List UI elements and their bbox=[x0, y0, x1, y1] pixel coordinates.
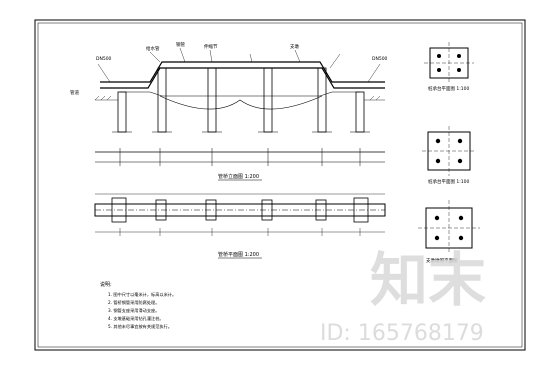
note-line-5: 5. 其他未尽事宜按有关规范执行。 bbox=[108, 323, 172, 330]
note-line-4: 4. 支墩基础采用钻孔灌注桩。 bbox=[108, 315, 164, 322]
sheet-frame-outer bbox=[34, 19, 526, 351]
elevation-label-2: 钢管 bbox=[176, 41, 185, 48]
detail-b-title: 桩承台平面图 1:100 bbox=[428, 178, 470, 185]
elevation-label-3: 伸缩节 bbox=[204, 43, 218, 50]
note-line-1: 1. 图中尺寸以毫米计，标高以米计。 bbox=[108, 291, 176, 298]
watermark-id: ID: 165768179 bbox=[320, 321, 484, 346]
note-line-3: 3. 钢管支座采用滑动支座。 bbox=[108, 307, 159, 314]
elevation-label-4: 支墩 bbox=[290, 43, 299, 50]
elevation-label-6: DN500 bbox=[372, 56, 388, 62]
notes-heading: 说明: bbox=[100, 281, 112, 288]
detail-a-title: 桩承台平面图 1:100 bbox=[428, 85, 470, 92]
detail-c: 支墩墩帽平面图 bbox=[418, 200, 480, 264]
detail-a: 桩承台平面图 1:100 bbox=[424, 42, 474, 92]
note-line-2: 2. 管桥钢管采用防腐处理。 bbox=[108, 299, 159, 306]
side-label: 管道 bbox=[70, 89, 79, 96]
detail-b: 桩承台平面图 1:100 bbox=[422, 126, 476, 185]
elevation-title: 管桥立面图 1:200 bbox=[218, 173, 259, 180]
watermark: 知末 ID: 165768179 bbox=[320, 246, 486, 346]
sheet-frame-inner bbox=[37, 22, 523, 348]
plan-title: 管桥平面图 1:200 bbox=[218, 251, 259, 258]
notes-block: 说明: 1. 图中尺寸以毫米计，标高以米计。 2. 管桥钢管采用防腐处理。 3.… bbox=[100, 281, 176, 330]
elevation-view: 给水管 钢管 伸缩节 支墩 DN500 DN500 管道 管桥立面图 1:200 bbox=[70, 41, 388, 181]
plan-view: 管桥平面图 1:200 bbox=[94, 193, 386, 259]
detail-c-title: 支墩墩帽平面图 bbox=[426, 257, 458, 264]
elevation-label-1: 给水管 bbox=[146, 45, 160, 52]
elevation-label-5: DN500 bbox=[96, 56, 112, 62]
watermark-brand: 知末 bbox=[370, 246, 486, 314]
